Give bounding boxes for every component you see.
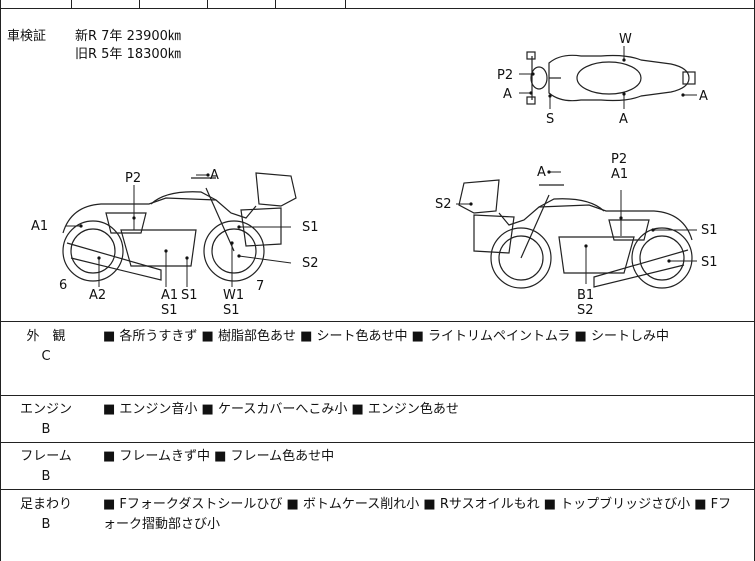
label-7: 7 [256, 279, 264, 294]
label-s2: S2 [435, 197, 452, 212]
registration-new: 新R 7年 23900㎞ [75, 29, 181, 44]
motorcycle-diagrams: W P2 A S A A P2 A A1 S1 S2 6 A2 A1 S1 S1… [31, 32, 718, 318]
divider [345, 0, 346, 8]
label-s1: S1 [701, 255, 718, 270]
registration-info: 車検証 新R 7年 23900㎞ 旧R 5年 18300㎞ [7, 28, 181, 64]
label-6: 6 [59, 278, 67, 293]
label-s1: S1 [181, 288, 198, 303]
grade-label: C [41, 349, 51, 364]
section-items: ■ フレームきず中 ■ フレーム色あせ中 [103, 449, 335, 464]
registration-old: 旧R 5年 18300㎞ [75, 47, 181, 62]
section-category: フレーム B [1, 447, 91, 487]
label-a: A [210, 168, 219, 183]
section-category: 足まわり B [1, 495, 91, 535]
label-s1: S1 [161, 303, 178, 318]
top-view-motorcycle [526, 51, 696, 105]
label-b1: B1 [577, 288, 594, 303]
label-a1: A1 [611, 167, 628, 182]
label-a: A [503, 87, 512, 102]
diagram-markers [79, 58, 685, 263]
label-a1: A1 [31, 219, 48, 234]
label-a: A [699, 89, 708, 104]
label-a1: A1 [161, 288, 178, 303]
label-a2: A2 [89, 288, 106, 303]
category-label: 足まわり [19, 497, 72, 512]
grade-label: B [41, 422, 51, 437]
label-p2: P2 [497, 68, 513, 83]
divider [71, 0, 72, 8]
right-side-motorcycle [458, 179, 693, 289]
divider [139, 0, 140, 8]
section-category: エンジン B [1, 400, 91, 440]
grade-label: B [41, 517, 51, 532]
left-side-motorcycle [62, 172, 297, 282]
label-w: W [619, 32, 632, 47]
left-side-leaders [66, 174, 292, 287]
section-row: 外 観 C ■ 各所うすきず ■ 樹脂部色あせ ■ シート色あせ中 ■ ライトリ… [1, 322, 754, 396]
section-row: フレーム B ■ フレームきず中 ■ フレーム色あせ中 [1, 443, 754, 490]
divider [275, 0, 276, 8]
header-row-remnant [1, 0, 754, 9]
section-items: ■ エンジン音小 ■ ケースカバーへこみ小 ■ エンジン色あせ [103, 402, 459, 417]
section-category: 外 観 C [1, 327, 91, 367]
category-label: エンジン [19, 402, 72, 417]
divider [207, 0, 208, 8]
label-s: S [546, 112, 554, 127]
grade-label: B [41, 469, 51, 484]
label-s2: S2 [302, 256, 319, 271]
label-s1: S1 [302, 220, 319, 235]
label-s2: S2 [577, 303, 594, 318]
section-items: ■ 各所うすきず ■ 樹脂部色あせ ■ シート色あせ中 ■ ライトリムペイントム… [103, 329, 669, 344]
label-p2: P2 [125, 171, 141, 186]
label-w1: W1 [223, 288, 244, 303]
damage-diagram-panel: 車検証 新R 7年 23900㎞ 旧R 5年 18300㎞ [1, 8, 754, 322]
label-s1: S1 [701, 223, 718, 238]
label-a: A [619, 112, 628, 127]
top-view-leaders [519, 46, 697, 109]
category-label: 外 観 [26, 329, 66, 344]
section-items: ■ Fフォークダストシールひび ■ ボトムケース削れ小 ■ Rサスオイルもれ ■… [103, 497, 732, 532]
label-s1: S1 [223, 303, 240, 318]
category-label: フレーム [20, 449, 72, 464]
registration-label: 車検証 [7, 29, 47, 44]
label-p2: P2 [611, 152, 627, 167]
label-a: A [537, 165, 546, 180]
section-row: 足まわり B ■ Fフォークダストシールひび ■ ボトムケース削れ小 ■ Rサス… [1, 490, 754, 561]
section-row: エンジン B ■ エンジン音小 ■ ケースカバーへこみ小 ■ エンジン色あせ [1, 396, 754, 443]
right-side-leaders [456, 171, 697, 284]
